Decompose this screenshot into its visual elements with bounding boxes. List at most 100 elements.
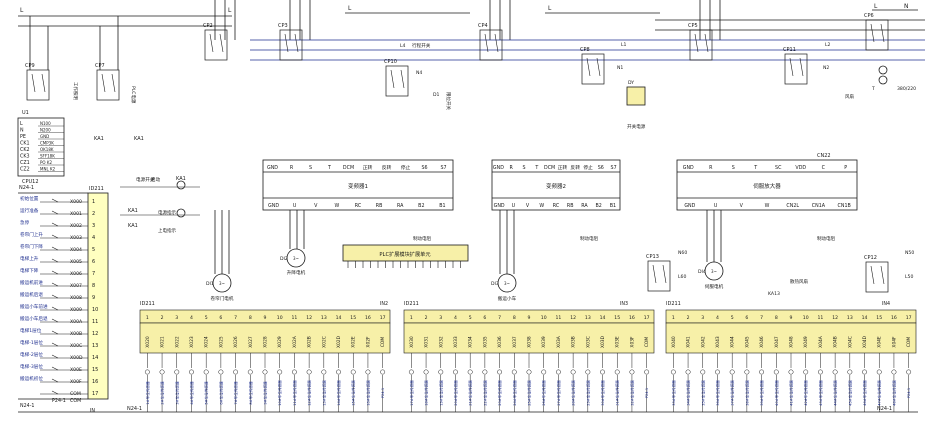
input-label: 运行准备 — [20, 207, 39, 214]
sensor-label: 37#车位传感器 — [730, 380, 735, 406]
block-number: 7 — [760, 315, 763, 321]
motor-id: DI1 — [206, 281, 214, 287]
block-number: 11 — [291, 315, 297, 321]
node-label: L2 — [825, 42, 831, 48]
inputs-footer: IN — [90, 408, 95, 414]
inverter-terminal: V — [740, 203, 744, 209]
input-number: 10 — [92, 307, 98, 313]
rail-label: N24-1 — [19, 185, 34, 191]
sensor-label: 38#车位传感器 — [744, 380, 749, 406]
sensor-label: 8#车位传感器 — [248, 381, 253, 405]
inverter-terminal: R — [290, 165, 294, 171]
u1-net: PO K2 — [40, 160, 52, 165]
input-number: 2 — [92, 211, 95, 217]
inverter-terminal: DCM — [544, 165, 555, 171]
block-addr: X045 — [744, 336, 750, 348]
motor-label: 卷帘门电机 — [211, 295, 234, 302]
rail-label: N — [904, 3, 909, 10]
block-addr: X035 — [482, 336, 488, 348]
lamp-ready-icon — [176, 208, 186, 218]
input-number: 14 — [92, 355, 98, 361]
motor-id: DI4 — [698, 269, 706, 275]
inverter-terminal: GND — [493, 165, 504, 171]
sensor-label: 26#车位传感器 — [541, 380, 546, 406]
block-title: ID211 — [404, 301, 419, 307]
block-number: 15 — [614, 315, 620, 321]
u1-net: MNL K2 — [40, 167, 56, 172]
sensor-label: 41#车位传感器 — [789, 380, 794, 406]
node-label: N2 — [823, 65, 829, 71]
node-label: D1 — [433, 92, 440, 98]
block-number: 8 — [775, 315, 778, 321]
block-addr: COM — [906, 337, 912, 348]
input-label: 卷帘门上升 — [20, 231, 43, 238]
sensor-label: 33#车位传感器 — [671, 380, 676, 406]
sensor-label: 22#车位传感器 — [482, 380, 487, 406]
input-label: 初始位置 — [20, 195, 39, 202]
block-addr: X044 — [730, 336, 736, 348]
block-number: 2 — [425, 315, 428, 321]
node-label: T — [871, 86, 875, 92]
block-addr: X02E — [351, 336, 357, 348]
block-number: 12 — [832, 315, 838, 321]
block-addr: X040 — [671, 336, 677, 348]
block-number: 15 — [350, 315, 356, 321]
inverter-terminal: GND — [684, 203, 695, 209]
sensor-label: 32#车位传感器 — [629, 380, 634, 406]
inverter-terminal: U — [714, 203, 718, 209]
block-number: 4 — [190, 315, 193, 321]
inverter-terminal: S — [522, 165, 525, 171]
sensor-label: 39#车位传感器 — [759, 380, 764, 406]
sensor-label: 42#车位传感器 — [803, 380, 808, 406]
sensor-label: 19#车位传感器 — [438, 380, 443, 406]
block-number: 14 — [336, 315, 342, 321]
sensor-label: 29#车位传感器 — [585, 380, 590, 406]
cooling-fan-label: 散热风扇 — [790, 278, 808, 285]
input-number: 6 — [92, 259, 95, 265]
breaker-label: CP7 — [95, 63, 105, 69]
block-addr: X03C — [585, 336, 591, 348]
block-number: 11 — [555, 315, 561, 321]
block-addr: X029 — [277, 336, 283, 348]
inputs-footer: P24-1 — [52, 398, 66, 404]
inverter-terminal: GND — [267, 165, 278, 171]
block-number: 15 — [876, 315, 882, 321]
inverter-2-box — [491, 159, 621, 211]
sensor-label: 12#车位传感器 — [307, 380, 312, 406]
inverter-terminal: CN1A — [812, 203, 826, 209]
motor-lift-icon — [286, 248, 306, 268]
block-addr: X025 — [218, 336, 224, 348]
block-number: 9 — [528, 315, 531, 321]
breaker-label: CP2 — [203, 23, 213, 29]
sensor-label: 25#车位传感器 — [527, 380, 532, 406]
node-label: N4 — [416, 70, 422, 76]
breaker-cp11: CP11 — [783, 47, 808, 85]
input-number: 13 — [92, 343, 98, 349]
node-label: DY — [628, 80, 634, 86]
block-addr: X02A — [292, 336, 298, 348]
block-number: 7 — [498, 315, 501, 321]
block-addr: X038 — [527, 336, 533, 348]
block-number: 16 — [365, 315, 371, 321]
sensor-label: 24#车位传感器 — [512, 380, 517, 406]
node-label: L4 — [400, 43, 406, 49]
sensor-label: 16#车位传感器 — [365, 380, 370, 406]
input-number: 8 — [92, 283, 95, 289]
sensor-label: 11#车位传感器 — [292, 380, 297, 406]
block-addr: X03E — [615, 336, 621, 348]
inverter-terminal: S7 — [440, 165, 446, 171]
u1-net: N200 — [40, 128, 51, 133]
input-label: 电梯-2层位 — [20, 351, 43, 358]
block-addr: X02C — [321, 336, 327, 348]
breaker-cp13: CP13 — [646, 254, 671, 292]
inverter-1-box — [262, 159, 454, 211]
inverter-terminal: 反转 — [570, 164, 580, 171]
block-number: 5 — [731, 315, 734, 321]
inverter-terminal: U — [512, 203, 516, 209]
ka-label: KA1 — [128, 208, 138, 214]
u1-pin: L — [20, 121, 23, 127]
sensor-label: 46#车位传感器 — [862, 380, 867, 406]
block-tag: IN2 — [380, 301, 388, 307]
